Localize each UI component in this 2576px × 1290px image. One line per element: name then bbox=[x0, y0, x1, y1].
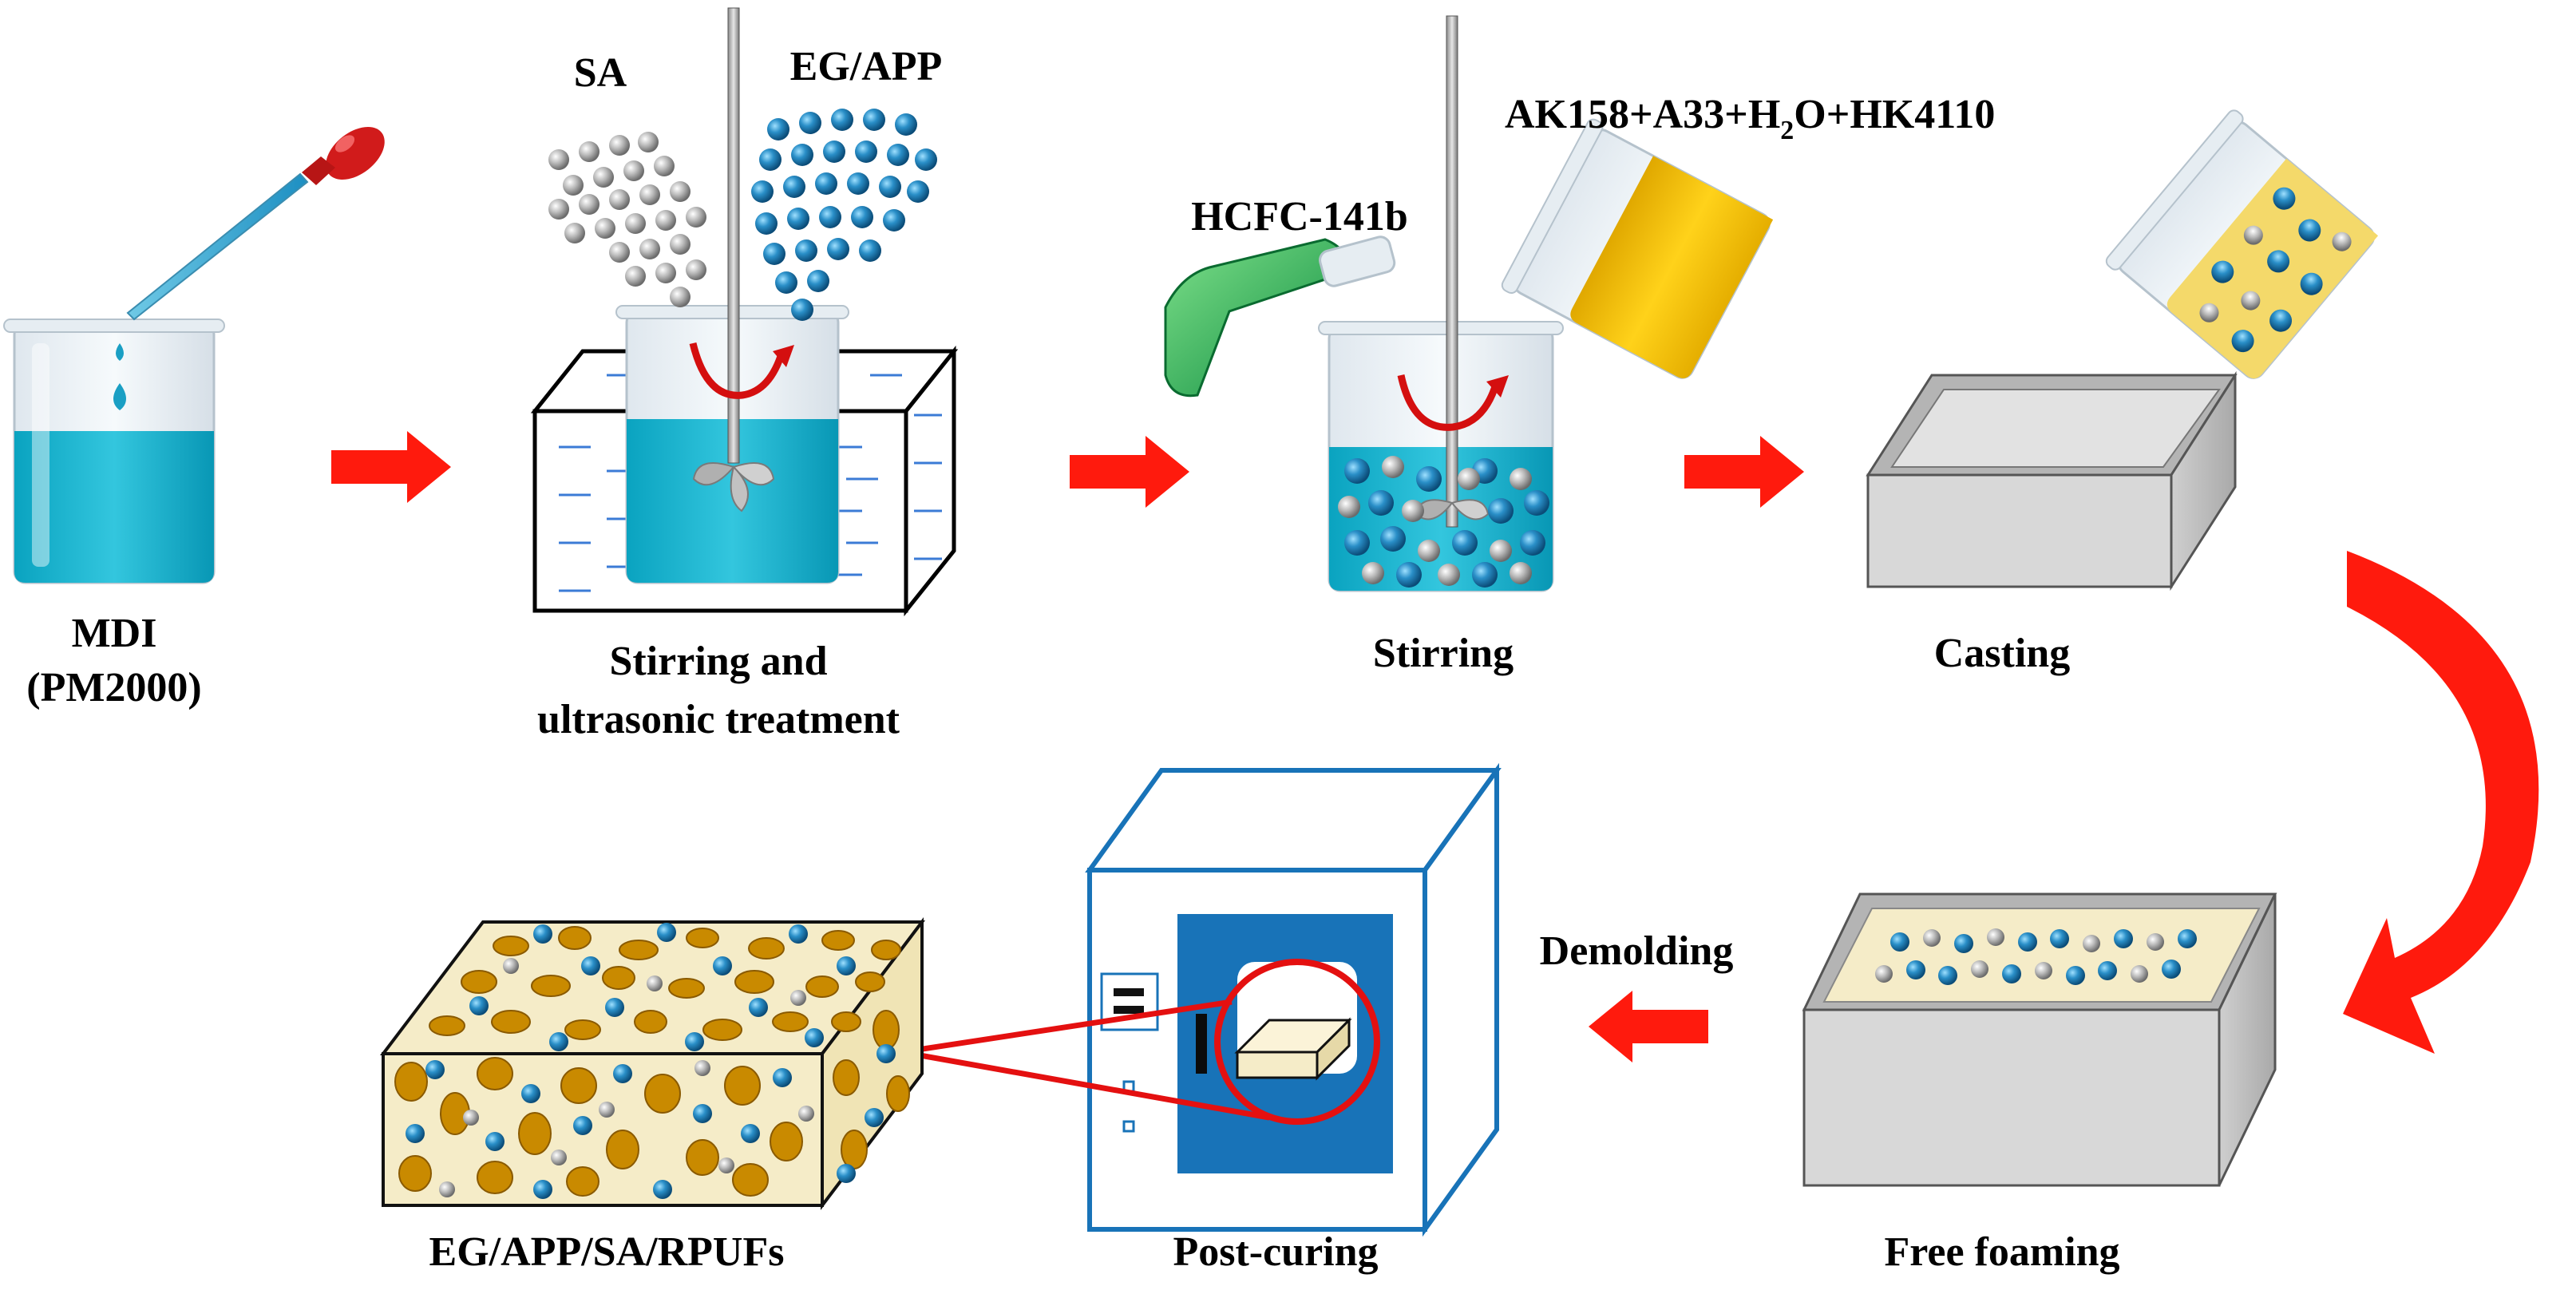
label-stirring: Stirring bbox=[1373, 631, 1514, 676]
label-demolding: Demolding bbox=[1540, 928, 1734, 974]
arrow-left-icon bbox=[1589, 991, 1708, 1062]
label-mdi: MDI bbox=[72, 611, 157, 656]
label-eg-app: EG/APP bbox=[790, 44, 943, 89]
eg-app-particle-cloud bbox=[751, 109, 937, 321]
label-post-curing: Post-curing bbox=[1173, 1229, 1378, 1275]
free-foaming-mold bbox=[1802, 892, 2277, 1187]
dropper-pipette-icon bbox=[126, 127, 385, 321]
label-additives: AK158+A33+H2O+HK4110 bbox=[1505, 92, 1995, 145]
zoom-line bbox=[901, 1049, 1270, 1121]
label-product: EG/APP/SA/RPUFs bbox=[429, 1229, 785, 1275]
arrow-right-icon bbox=[1070, 436, 1189, 508]
label-free-foaming: Free foaming bbox=[1884, 1229, 2119, 1275]
label-stirring-ultrasonic-1: Stirring and bbox=[609, 639, 827, 684]
green-flask-icon bbox=[1164, 235, 1396, 398]
rpuf-foam-block bbox=[379, 917, 926, 1210]
label-stirring-ultrasonic-2: ultrasonic treatment bbox=[537, 697, 900, 742]
pouring-beaker-icon bbox=[2105, 109, 2379, 379]
zoom-line bbox=[901, 999, 1233, 1055]
label-casting: Casting bbox=[1934, 631, 2070, 676]
arrow-right-icon bbox=[331, 431, 451, 503]
arrow-right-icon bbox=[1684, 436, 1804, 508]
label-hcfc: HCFC-141b bbox=[1191, 194, 1408, 239]
ultrasonic-bath bbox=[530, 7, 959, 617]
mdi-beaker bbox=[3, 319, 225, 584]
label-mdi-sub: (PM2000) bbox=[26, 665, 201, 710]
casting-mold bbox=[1866, 370, 2238, 592]
stirring-beaker bbox=[1318, 15, 1564, 592]
label-sa: SA bbox=[574, 50, 627, 96]
curing-oven bbox=[1085, 762, 1502, 1237]
yellow-beaker-pouring-icon bbox=[1501, 118, 1774, 379]
sa-particle-cloud bbox=[548, 132, 706, 307]
curved-arrow-icon bbox=[2343, 551, 2539, 1054]
